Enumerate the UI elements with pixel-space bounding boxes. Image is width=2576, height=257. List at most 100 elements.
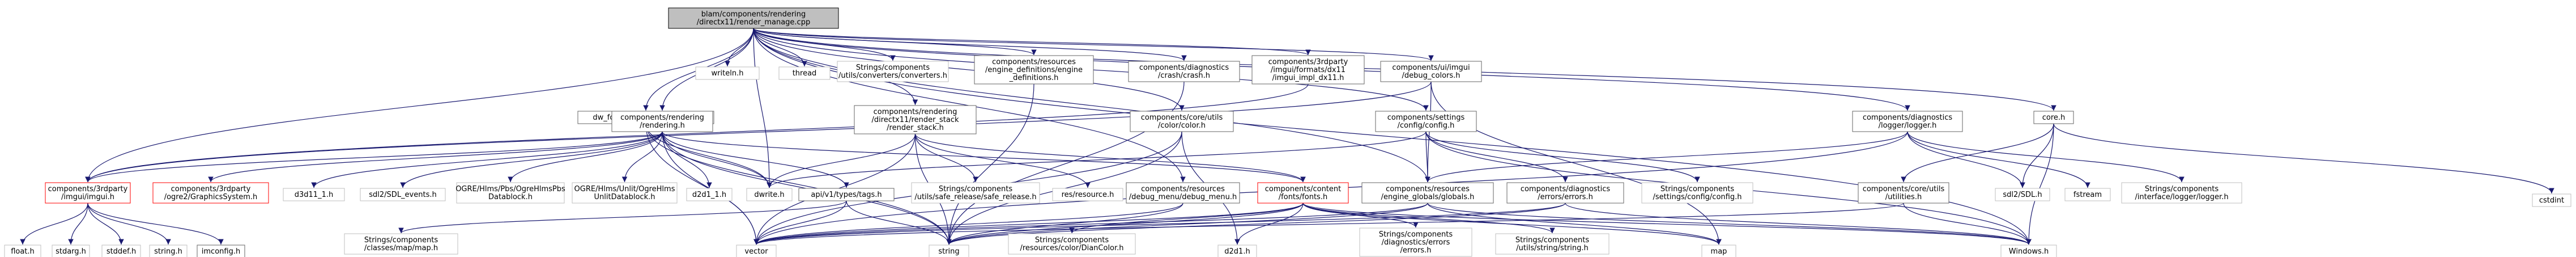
node-box <box>611 111 713 132</box>
node-sdl2sdl[interactable]: sdl2/SDL.h <box>1995 188 2050 201</box>
node-box <box>2064 188 2111 201</box>
edge-coreh-to-utilities <box>1901 123 2054 183</box>
edge-fonts-to-string <box>946 203 1304 245</box>
node-label-line: Strings/components <box>364 236 438 245</box>
node-globals[interactable]: components/resources/engine_globals/glob… <box>1361 182 1494 204</box>
edge-imguih-to-cfloat <box>20 203 88 245</box>
edge-imgui-impl-to-imguih <box>85 83 1309 183</box>
node-gfxsys[interactable]: components/3rdparty/ogre2/GraphicsSystem… <box>152 182 269 204</box>
node-safe-release[interactable]: Strings/components/utils/safe_release/sa… <box>911 182 1040 204</box>
node-apiv1[interactable]: api/v1/types/tags.h <box>798 188 895 201</box>
node-diagerrs[interactable]: Strings/components/diagnostics/errors/er… <box>1359 227 1472 257</box>
node-label-line: /fonts/fonts.h <box>1279 193 1327 201</box>
node-dwrite[interactable]: dwrite.h <box>746 188 793 201</box>
node-writeln[interactable]: writeln.h <box>695 66 760 80</box>
edge-imguih-to-imconfig <box>87 203 224 245</box>
node-converters[interactable]: Strings/components/utils/converters/conv… <box>837 61 949 82</box>
node-label-line: _definitions.h <box>1009 74 1059 82</box>
node-imgui-impl[interactable]: components/3rdparty/imgui/formats/dx11/i… <box>1251 55 1365 85</box>
edge-fonts-to-vector <box>753 203 1304 245</box>
node-cfloat[interactable]: float.h <box>4 245 41 257</box>
node-label-line: /render_stack.h <box>887 124 944 132</box>
node-configh[interactable]: components/settings/config/config.h <box>1375 111 1477 132</box>
node-label-line: /logger/logger.h <box>1879 121 1937 130</box>
node-d2d1[interactable]: d2d1_1.h <box>686 188 733 201</box>
edge-imguih-to-stdarg <box>68 203 88 245</box>
node-box <box>837 61 949 82</box>
node-windows[interactable]: Windows.h <box>2000 245 2057 257</box>
node-string[interactable]: string <box>929 245 969 257</box>
node-coreh[interactable]: core.h <box>2033 111 2074 124</box>
edge-logger-to-ilogger <box>1907 131 2185 183</box>
node-imguih[interactable]: components/3rdparty/imgui/imgui.h <box>45 182 131 204</box>
node-label-line: /settings/config/config.h <box>1653 193 1742 201</box>
node-box <box>929 245 969 257</box>
node-d3d11[interactable]: d3d11_1.h <box>283 188 345 201</box>
node-stringh[interactable]: string.h <box>149 245 188 257</box>
node-label-line: components/core/utils <box>1863 185 1945 193</box>
node-cstdint[interactable]: cstdint <box>2532 193 2571 207</box>
node-box <box>1995 188 2050 201</box>
node-box <box>736 245 777 257</box>
node-debugmenu[interactable]: components/resources/debug_menu/debug_me… <box>1126 182 1240 204</box>
edge-rendering-to-d2d1 <box>662 131 712 188</box>
node-box <box>101 245 141 257</box>
node-fonts[interactable]: components/content/fonts/fonts.h <box>1257 182 1349 204</box>
edge-render-stack-to-resource <box>914 133 1091 188</box>
node-vector[interactable]: vector <box>736 245 777 257</box>
node-diancolor[interactable]: Strings/components/resources/color/DianC… <box>1008 233 1136 255</box>
node-resource[interactable]: res/resource.h <box>1052 188 1123 201</box>
node-label-line: Strings/components <box>1379 230 1453 239</box>
node-errors[interactable]: components/diagnostics/errors/errors.h <box>1506 182 1624 204</box>
node-label-line: writeln.h <box>712 69 744 78</box>
node-engdefs[interactable]: components/resources/engine_definitions/… <box>974 55 1094 85</box>
edge-render-stack-to-safe-release <box>914 133 978 183</box>
node-label-line: Strings/components <box>856 64 930 72</box>
edge-rendering-to-apiv1 <box>662 131 849 188</box>
node-label-line: string.h <box>154 247 182 256</box>
node-thread[interactable]: thread <box>778 66 831 80</box>
node-sdl2events[interactable]: sdl2/SDL_events.h <box>360 188 446 201</box>
edge-fonts-to-d2d1b <box>1234 203 1304 245</box>
node-imconfig[interactable]: imconfig.h <box>197 245 245 257</box>
node-stdarg[interactable]: stdarg.h <box>52 245 90 257</box>
node-logger[interactable]: components/diagnostics/logger/logger.h <box>1852 111 1963 132</box>
node-colorh[interactable]: components/core/utils/color/color.h <box>1130 111 1234 132</box>
node-label-line: /ogre2/GraphicsSystem.h <box>164 193 258 201</box>
node-fstream[interactable]: fstream <box>2064 188 2111 201</box>
node-root[interactable]: blam/components/rendering/directx11/rend… <box>668 7 839 29</box>
edge-fonts-to-map <box>1302 203 1722 245</box>
node-stddef[interactable]: stddef.h <box>101 245 141 257</box>
node-crash[interactable]: components/diagnostics/crash/crash.h <box>1128 61 1240 82</box>
node-debug-colors[interactable]: components/ui/imgui/debug_colors.h <box>1380 61 1482 82</box>
node-rendering[interactable]: components/rendering/rendering.h <box>611 111 713 132</box>
node-cfgcfg[interactable]: Strings/components/settings/config/confi… <box>1641 182 1753 204</box>
edge-fonts-to-windows <box>1302 203 2032 245</box>
node-d2d1b[interactable]: d2d1.h <box>1217 245 1257 257</box>
edge-coreh-to-sdl2sdl <box>2020 123 2054 188</box>
node-ilogger[interactable]: Strings/components/interface/logger/logg… <box>2121 182 2242 204</box>
node-render-stack[interactable]: components/rendering/directx11/render_st… <box>854 105 977 134</box>
node-label-line: /engine_definitions/engine <box>985 66 1083 74</box>
node-label-line: components/core/utils <box>1141 113 1223 122</box>
node-label-line: res/resource.h <box>1062 191 1114 199</box>
node-box <box>149 245 188 257</box>
node-label-line: /debug_colors.h <box>1402 71 1460 80</box>
edge-fonts-to-stringstr <box>1302 203 1555 234</box>
node-box <box>686 188 733 201</box>
node-box <box>911 182 1040 204</box>
node-label-line: api/v1/types/tags.h <box>811 191 882 199</box>
edge-apiv1-to-mapwrap <box>398 200 847 234</box>
node-stringstr[interactable]: Strings/components/utils/string/string.h <box>1495 233 1610 255</box>
edge-debugmenu-to-string <box>946 203 1183 245</box>
node-map[interactable]: map <box>1701 245 1736 257</box>
node-label-line: /directx11/render_manage.cpp <box>697 18 810 27</box>
node-mapwrap[interactable]: Strings/components/classes/map/map.h <box>344 233 458 255</box>
node-label-line: cstdint <box>2539 196 2564 205</box>
edge-fonts-to-diancolor <box>1069 203 1304 234</box>
node-utilities[interactable]: components/core/utils/utilities.h <box>1858 182 1949 204</box>
node-label-line: Windows.h <box>2009 247 2049 256</box>
node-label-line: Strings/components <box>1515 236 1589 245</box>
